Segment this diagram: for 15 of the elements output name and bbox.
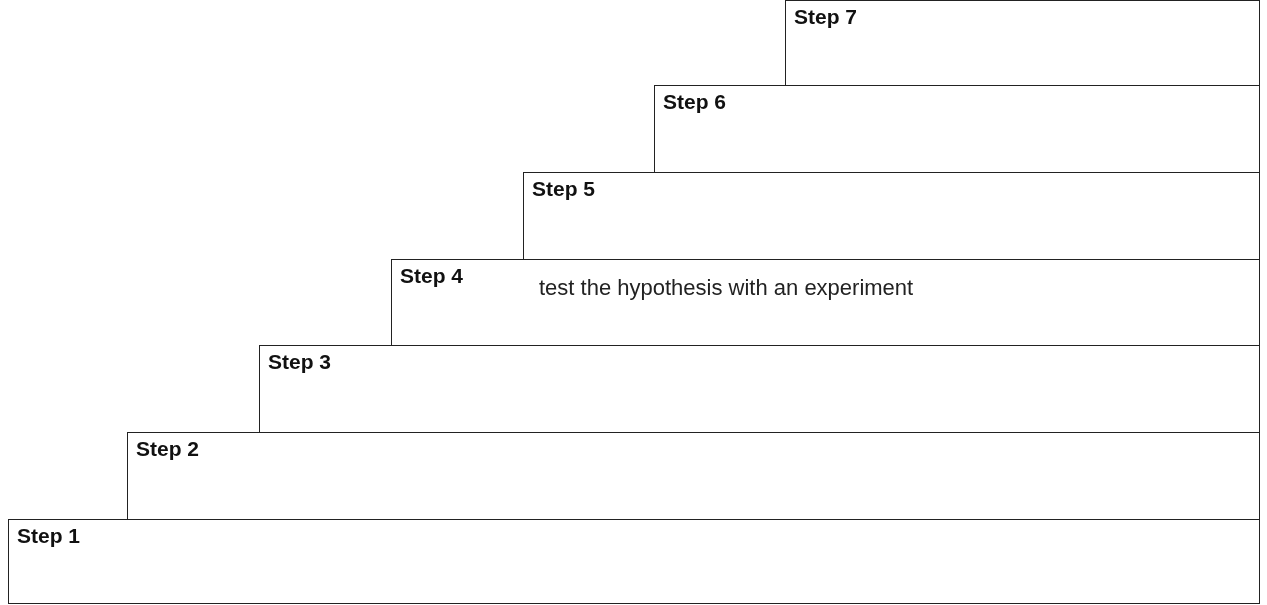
step-heading: Step 6 <box>663 89 727 115</box>
step-description: test the hypothesis with an experiment <box>539 274 914 302</box>
step-box <box>259 345 1260 433</box>
step-heading: Step 5 <box>532 176 596 202</box>
step-heading: Step 1 <box>17 523 81 549</box>
step-heading: Step 7 <box>794 4 858 30</box>
step-box <box>785 0 1260 86</box>
step-heading: Step 3 <box>268 349 332 375</box>
step-heading: Step 4 <box>400 263 464 289</box>
step-box <box>523 172 1260 260</box>
step-box <box>654 85 1260 173</box>
step-heading: Step 2 <box>136 436 200 462</box>
step-box <box>8 519 1260 604</box>
step-box <box>391 259 1260 346</box>
step-box <box>127 432 1260 520</box>
